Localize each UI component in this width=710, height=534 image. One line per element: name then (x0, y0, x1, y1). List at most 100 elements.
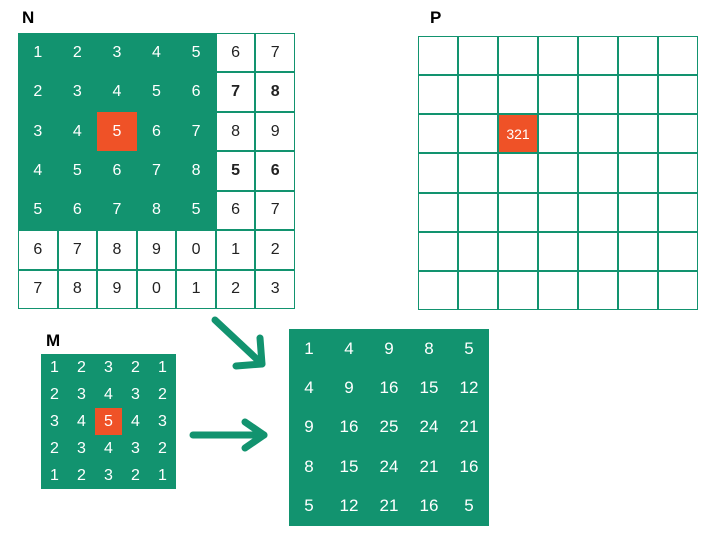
product-matrix-cell: 8 (409, 329, 449, 369)
matrix-n-cell: 2 (215, 269, 256, 309)
matrix-p-cell (658, 114, 698, 154)
matrix-p-cell (418, 192, 458, 232)
matrix-n-cell: 5 (97, 111, 137, 152)
product-matrix-cell: 12 (449, 368, 489, 408)
matrix-n-cell: 7 (57, 230, 98, 270)
matrix-n-cell: 5 (57, 151, 98, 191)
matrix-m-cell: 1 (41, 354, 68, 381)
matrix-p-cell (658, 75, 698, 115)
matrix-n-cell: 9 (255, 111, 295, 152)
matrix-m-cell: 4 (68, 408, 95, 435)
product-matrix-cell: 4 (289, 368, 329, 408)
product-matrix-cell: 8 (289, 447, 329, 487)
matrix-n-cell: 6 (136, 111, 177, 152)
product-matrix-cell: 16 (369, 368, 409, 408)
matrix-n-cell: 0 (136, 269, 177, 309)
matrix-n-cell: 8 (176, 151, 216, 191)
matrix-n-cell: 7 (97, 190, 137, 231)
matrix-m-cell: 3 (41, 408, 68, 435)
product-matrix-cell: 21 (369, 486, 409, 526)
product-matrix-cell: 12 (329, 486, 369, 526)
matrix-n-cell: 4 (57, 111, 98, 152)
product-matrix-cell: 21 (409, 447, 449, 487)
matrix-p-cell (658, 270, 698, 310)
matrix-p-cell (618, 153, 658, 193)
matrix-p-cell: 321 (498, 114, 538, 154)
matrix-n-cell: 4 (18, 151, 58, 191)
matrix-p-cell (618, 36, 658, 76)
product-matrix-cell: 9 (369, 329, 409, 369)
matrix-p-cell (418, 231, 458, 271)
matrix-p-cell (498, 75, 538, 115)
matrix-n-cell: 6 (57, 190, 98, 231)
matrix-p-cell (538, 114, 578, 154)
matrix-n-cell: 7 (176, 111, 216, 152)
matrix-m-cell: 2 (41, 435, 68, 462)
product-matrix-cell: 5 (449, 329, 489, 369)
matrix-m-cell: 3 (68, 435, 95, 462)
product-matrix-cell: 9 (289, 407, 329, 448)
matrix-n-cell: 5 (215, 151, 256, 191)
matrix-n-cell: 8 (57, 269, 98, 309)
matrix-m-label: M (46, 331, 61, 350)
matrix-n-cell: 3 (57, 72, 98, 112)
matrix-n-cell: 4 (136, 33, 177, 73)
matrix-p-cell (498, 270, 538, 310)
product-matrix-cell: 24 (369, 447, 409, 487)
matrix-n-cell: 6 (18, 230, 58, 270)
matrix-n-cell: 8 (255, 72, 295, 112)
matrix-p-cell (458, 114, 498, 154)
matrix-p-cell (618, 231, 658, 271)
product-matrix-cell: 9 (329, 368, 369, 408)
matrix-p-cell (538, 231, 578, 271)
matrix-n-cell: 5 (176, 190, 216, 231)
matrix-m-cell: 5 (95, 408, 122, 435)
matrix-m-cell: 4 (122, 408, 149, 435)
matrix-p-cell (618, 192, 658, 232)
matrix-n-cell: 8 (97, 230, 137, 270)
matrix-n-cell: 2 (255, 230, 295, 270)
matrix-m-cell: 1 (149, 354, 176, 381)
matrix-p-cell (498, 231, 538, 271)
arrow-m-head (241, 418, 268, 452)
matrix-p-cell (578, 114, 618, 154)
matrix-n-label: N (22, 8, 35, 27)
product-matrix-cell: 5 (289, 486, 329, 526)
matrix-p-cell (458, 231, 498, 271)
matrix-n-cell: 1 (18, 33, 58, 73)
product-matrix-cell: 15 (329, 447, 369, 487)
matrix-p-cell (458, 36, 498, 76)
matrix-p-cell (618, 114, 658, 154)
matrix-p-label: P (430, 8, 442, 27)
matrix-n-cell: 7 (136, 151, 177, 191)
matrix-p-cell (578, 270, 618, 310)
matrix-p-cell (418, 270, 458, 310)
product-matrix-cell: 1 (289, 329, 329, 369)
product-matrix-cell: 25 (369, 407, 409, 448)
matrix-p-cell (538, 270, 578, 310)
matrix-n-cell: 2 (18, 72, 58, 112)
matrix-p-cell (658, 36, 698, 76)
matrix-p-cell (538, 75, 578, 115)
matrix-m-cell: 2 (149, 381, 176, 408)
matrix-n-cell: 7 (255, 33, 295, 73)
matrix-n-cell: 5 (176, 33, 216, 73)
matrix-m-cell: 2 (122, 462, 149, 489)
matrix-m-cell: 1 (149, 462, 176, 489)
matrix-n-cell: 5 (18, 190, 58, 231)
matrix-p-cell (658, 231, 698, 271)
product-matrix-cell: 15 (409, 368, 449, 408)
matrix-p-cell (418, 36, 458, 76)
matrix-p-cell (418, 75, 458, 115)
product-matrix-cell: 24 (409, 407, 449, 448)
product-matrix-cell: 16 (449, 447, 489, 487)
matrix-p-cell (538, 36, 578, 76)
matrix-n-cell: 6 (255, 151, 295, 191)
arrow-n-head (232, 334, 266, 370)
matrix-m-cell: 3 (68, 381, 95, 408)
